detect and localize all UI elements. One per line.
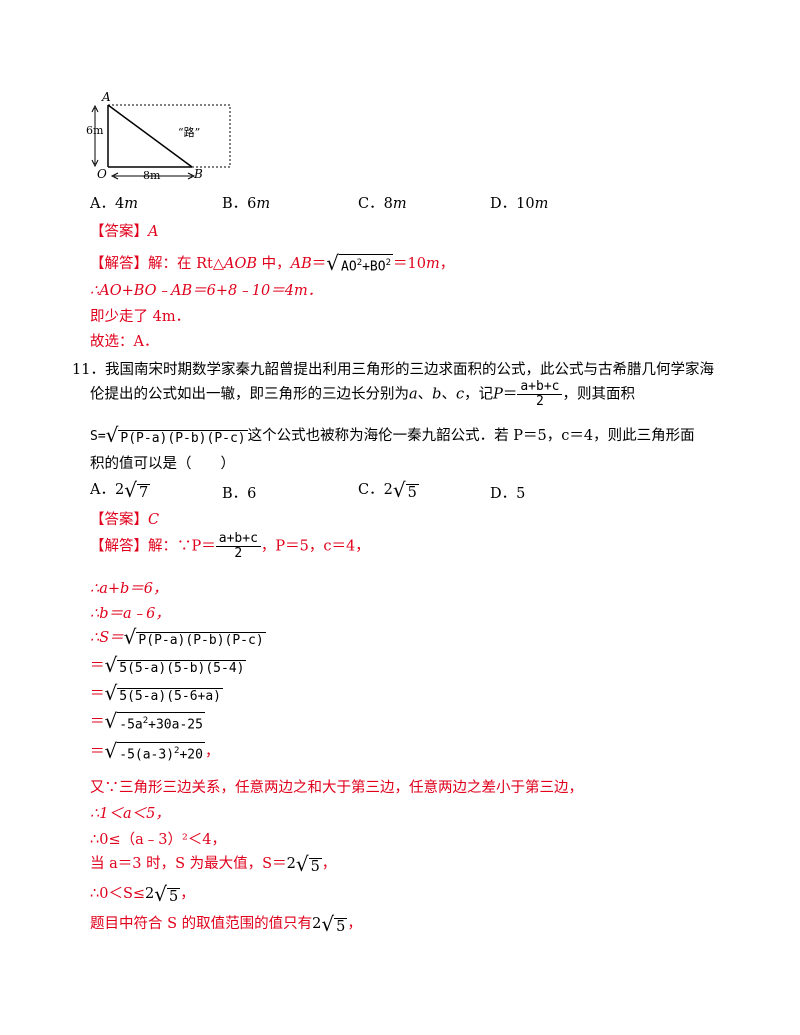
q11-step-9: 又∵三角形三边关系，任意两边之和大于第三边，任意两边之差小于第三边，	[90, 780, 583, 796]
figure-label-road: “路”	[178, 126, 201, 139]
q11-step-11: ∴0≤（a﹣3）²＜4，	[90, 832, 227, 848]
q11-step-6: ＝√5(5-a)(5-6+a)	[90, 681, 223, 705]
figure-label-6m: 6m	[86, 124, 104, 137]
q11-step-13: ∴0＜S≤2√5，	[90, 881, 195, 906]
q11-line1: 11．我国南宋时期数学家秦九韶曾提出利用三角形的三边求面积的公式，此公式与古希腊…	[72, 362, 714, 378]
triangle-figure	[91, 104, 231, 180]
q11-step-10: ∴1＜a＜5，	[90, 806, 170, 822]
figure-label-b: B	[194, 167, 203, 181]
q11-step-5: ＝√5(5-a)(5-b)(5-4)	[90, 653, 247, 677]
q11-step-14: 题目中符合 S 的取值范围的值只有2√5，	[90, 911, 362, 936]
q11-option-b: B．6	[222, 486, 257, 502]
q11-option-a: A．2√7	[90, 477, 151, 502]
q11-line3: S=√P(P-a)(P-b)(P-c)这个公式也被称为海伦一秦九韶公式．若 P＝…	[90, 423, 695, 447]
q11-step-4: ∴S＝√P(P-a)(P-b)(P-c)	[90, 625, 266, 649]
figure-label-8m: 8m	[143, 169, 161, 182]
q11-answer: 【答案】C	[90, 512, 160, 528]
q10-option-b: B．6m	[222, 196, 271, 212]
q10-option-d: D．10m	[490, 196, 549, 212]
q11-option-c: C．2√5	[358, 477, 419, 502]
q11-line4: 积的值可以是（ ）	[90, 456, 235, 472]
q11-step-3: ∴b＝a﹣6，	[90, 606, 170, 622]
q10-analysis-line2: ∴AO+BO﹣AB＝6+8﹣10＝4m．	[90, 283, 323, 299]
q11-step-8: ＝√-5(a-3)2+20，	[90, 739, 220, 763]
q10-answer: 【答案】A	[90, 224, 159, 240]
figure-label-a: A	[102, 90, 111, 104]
q11-option-d: D．5	[490, 486, 526, 502]
q10-analysis-line4: 故选：A．	[90, 334, 159, 350]
q10-analysis-line3: 即少走了 4m．	[90, 309, 191, 325]
q11-step-2: ∴a+b＝6，	[90, 581, 168, 597]
q10-analysis-line1: 【解答】解：在 Rt△AOB 中，AB＝√AO2+BO2＝10m，	[90, 251, 455, 275]
q10-option-c: C．8m	[358, 196, 407, 212]
q10-option-a: A．4m	[90, 196, 138, 212]
figure-label-o: O	[97, 167, 107, 181]
q11-step-12: 当 a＝3 时，S 为最大值，S＝2√5，	[90, 851, 337, 876]
q11-step-7: ＝√-5a2+30a-25	[90, 709, 205, 733]
